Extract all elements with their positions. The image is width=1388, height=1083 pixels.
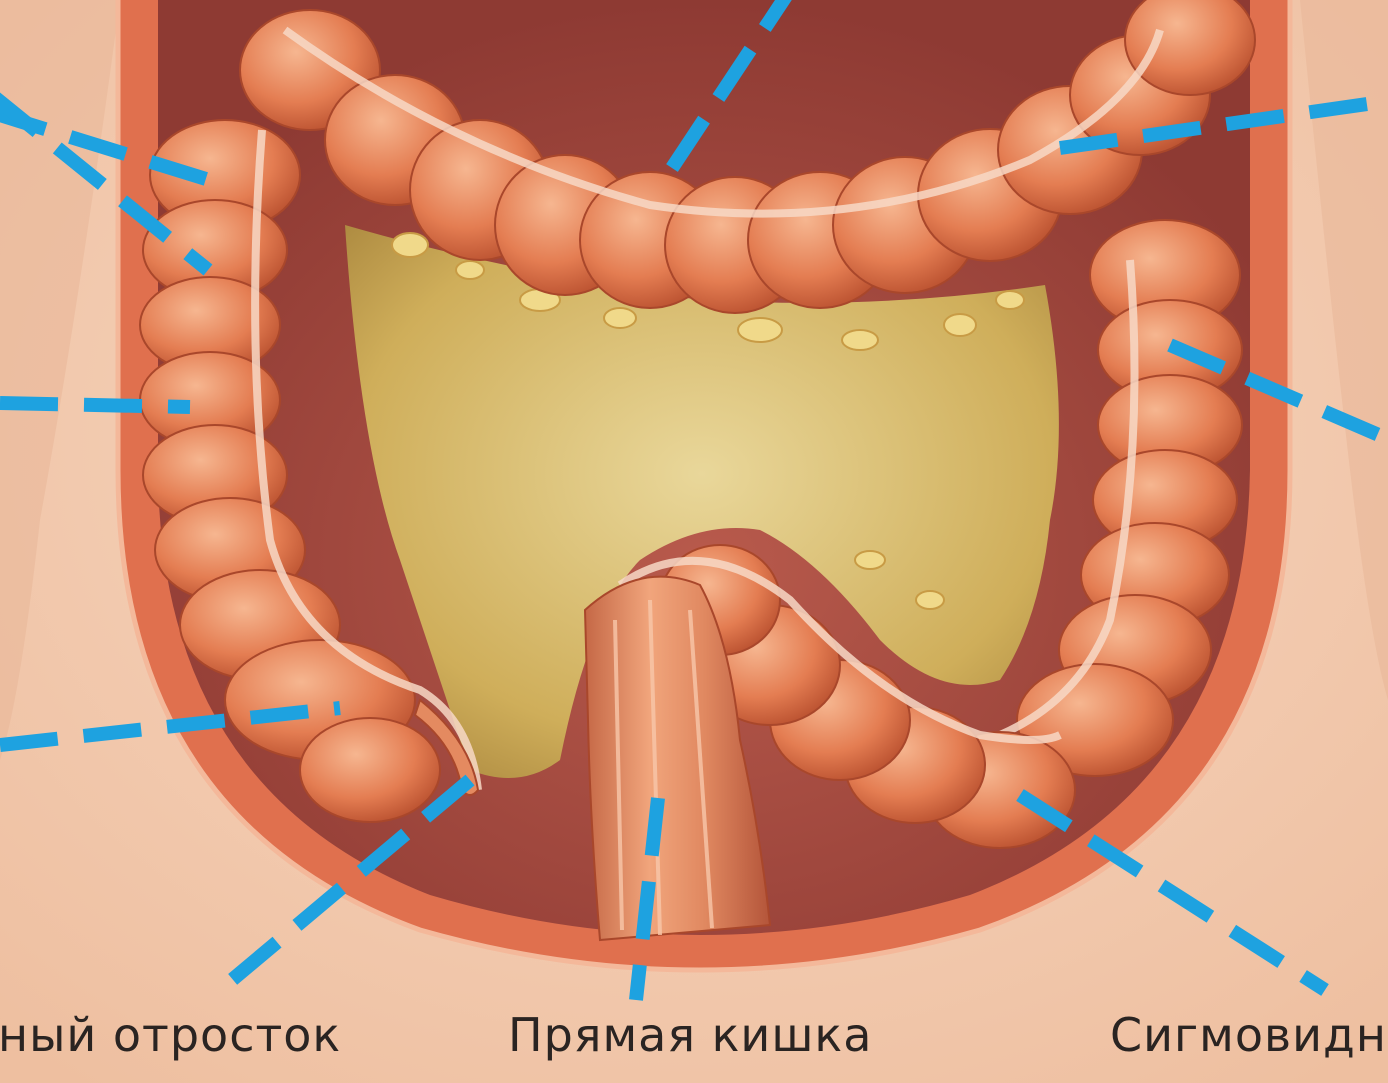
label-appendix: ный отросток (0, 1000, 341, 1070)
label-sigmoid-colon: Сигмовидн (1110, 1000, 1388, 1070)
label-rectum: Прямая кишка (508, 1000, 872, 1070)
